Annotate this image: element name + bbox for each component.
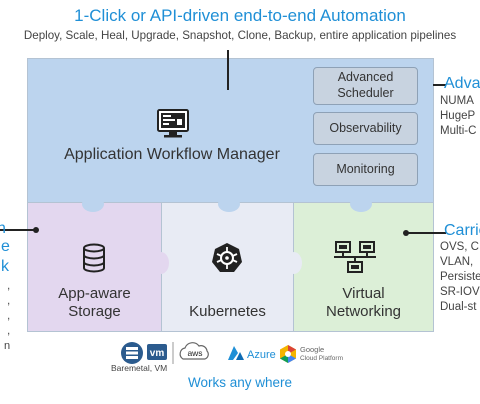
gcp-logo-line2: Cloud Platform xyxy=(300,355,343,362)
left-annotation-text: , , , , n xyxy=(4,279,10,354)
vmware-logo: vm xyxy=(147,344,167,360)
baremetal-label: Baremetal, VM xyxy=(111,363,168,373)
puzzle-tab xyxy=(286,252,302,274)
annotation-line: , xyxy=(7,325,11,337)
azure-logo-text: Azure xyxy=(247,349,276,361)
annotation-line: Dual-st xyxy=(440,301,477,313)
connector-dot xyxy=(33,227,39,233)
annotation-line: , xyxy=(7,310,11,322)
annotation-line: HugeP xyxy=(440,110,476,122)
azure-logo: Azure xyxy=(228,346,276,361)
gcp-logo: Google Cloud Platform xyxy=(280,345,343,363)
network-icon xyxy=(334,241,376,273)
vm-logo-text: vm xyxy=(150,348,165,359)
networking-panel xyxy=(293,202,434,332)
advanced-scheduler-box[interactable]: Advanced Scheduler xyxy=(313,67,418,105)
kubernetes-icon xyxy=(212,243,242,272)
networking-label-line: Virtual xyxy=(342,285,385,302)
kubernetes-label: Kubernetes xyxy=(189,303,266,320)
left-annotation-title: e xyxy=(1,238,10,255)
carrier-annotation-title: Carrie xyxy=(444,222,480,239)
top-connector-line xyxy=(227,50,229,90)
annotation-line: Persiste xyxy=(440,271,480,283)
puzzle-tab xyxy=(218,196,240,212)
database-icon xyxy=(83,243,105,273)
storage-panel xyxy=(27,202,162,332)
connector-line xyxy=(0,229,36,231)
gcp-logo-line1: Google xyxy=(300,345,324,354)
monitor-icon xyxy=(157,109,189,138)
left-annotation-title: k xyxy=(1,258,9,275)
annotation-line: SR-IOV xyxy=(440,286,480,298)
workflow-manager-label: Application Workflow Manager xyxy=(64,146,280,163)
connector-line xyxy=(406,232,446,234)
carrier-annotation-text: OVS, C VLAN, Persiste SR-IOV Dual-st xyxy=(440,240,480,315)
storage-label-line: App-aware xyxy=(58,285,131,302)
annotation-line: NUMA xyxy=(440,95,474,107)
puzzle-tab xyxy=(350,196,372,212)
storage-label: App-aware Storage xyxy=(27,285,162,321)
networking-label-line: Networking xyxy=(325,303,402,320)
scheduler-annotation-text: NUMA HugeP Multi-C xyxy=(440,94,476,139)
annotation-line: VLAN, xyxy=(440,256,474,268)
annotation-line: OVS, C xyxy=(440,241,479,253)
puzzle-tab xyxy=(153,252,169,274)
storage-label-line: Storage xyxy=(68,303,121,320)
connector-dot xyxy=(403,230,409,236)
annotation-line: Multi-C xyxy=(440,125,477,137)
page-subtitle: Deploy, Scale, Heal, Upgrade, Snapshot, … xyxy=(23,29,457,42)
aws-logo: aws xyxy=(179,342,209,360)
aws-logo-text: aws xyxy=(187,348,202,358)
annotation-line: , xyxy=(7,295,11,307)
networking-label: Virtual Networking xyxy=(293,285,434,321)
server-icon xyxy=(121,342,143,364)
annotation-line: , xyxy=(7,280,11,292)
platform-logos: vm aws Azure Google Cloud Platform xyxy=(121,342,343,364)
monitoring-box[interactable]: Monitoring xyxy=(313,153,418,186)
page-title: 1-Click or API-driven end-to-end Automat… xyxy=(74,6,406,25)
connector-line xyxy=(433,84,446,86)
tagline: Works any where xyxy=(187,375,293,390)
annotation-line: n xyxy=(4,340,11,352)
scheduler-annotation-title: Adva xyxy=(444,75,480,92)
observability-box[interactable]: Observability xyxy=(313,112,418,145)
left-annotation-title: n xyxy=(0,220,6,237)
puzzle-tab xyxy=(82,196,104,212)
